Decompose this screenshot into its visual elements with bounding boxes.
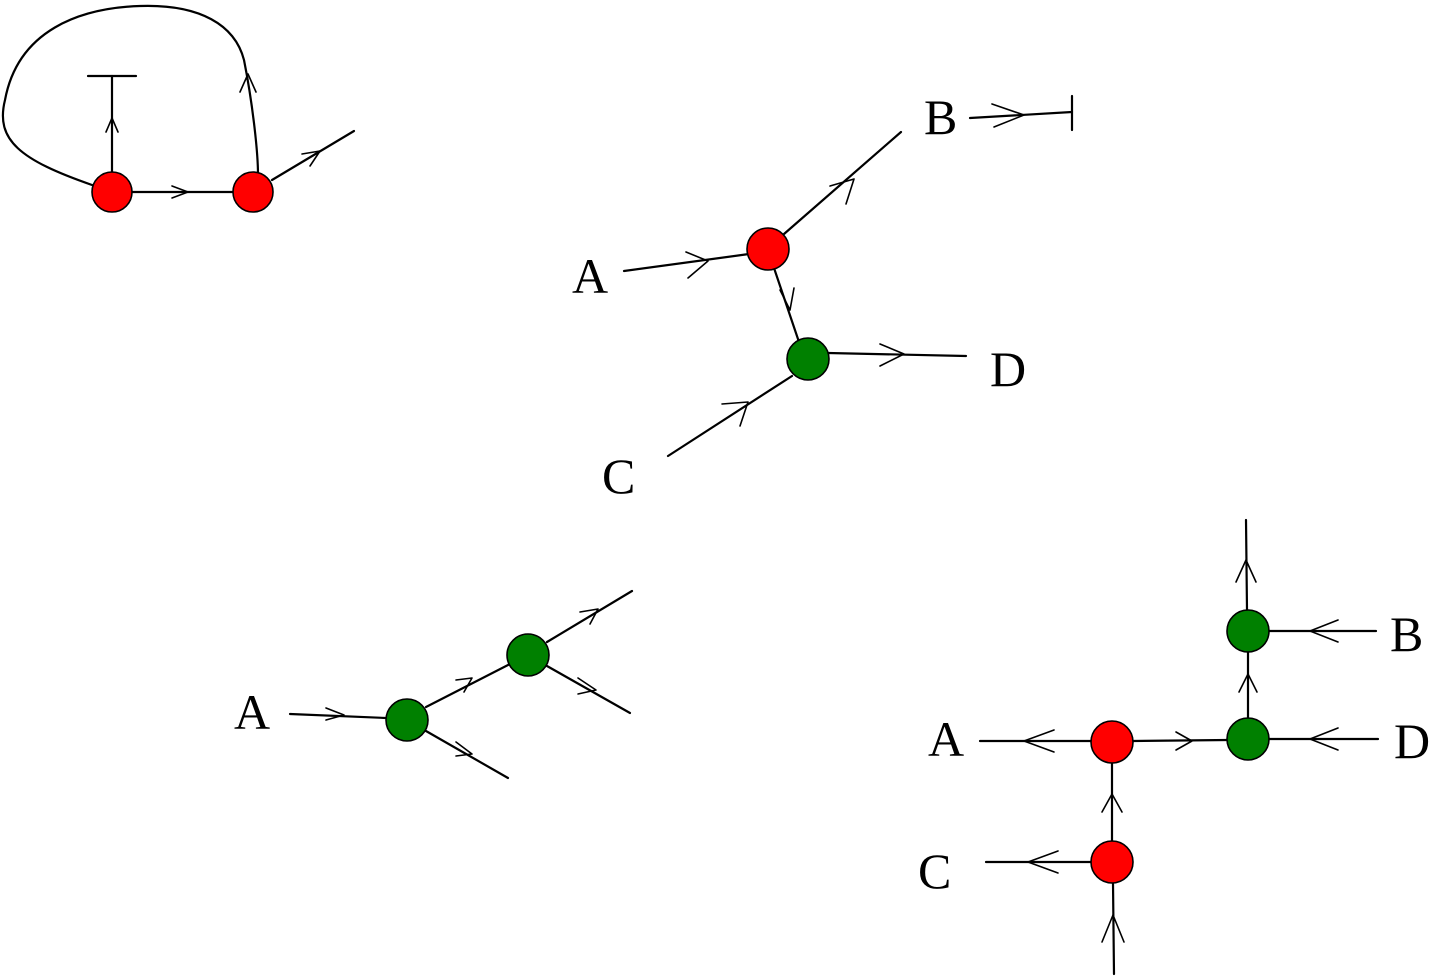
d4-edge-red-green (1131, 738, 1230, 743)
d2-arrow-a (685, 251, 709, 279)
d3-edge-mid-out (545, 664, 632, 715)
d3-green-vertex-left (385, 698, 429, 742)
d4-green-vertex-top (1226, 609, 1270, 653)
d4-arrow-green-link (1238, 673, 1258, 693)
d3-arrow-internal (455, 677, 473, 693)
d2-arrow-b (829, 178, 855, 205)
d4-arrow-c (1027, 850, 1059, 874)
d2-label-c: C (602, 448, 635, 504)
d2-red-vertex (746, 227, 790, 271)
d4-green-vertex-bottom (1226, 717, 1270, 761)
d2-label-a: A (572, 248, 608, 304)
d2-arrow-b-stub (991, 103, 1025, 128)
d1-stub-arrow (105, 117, 119, 133)
d3-arrow-mid-out (577, 677, 597, 695)
d4-label-c: C (918, 843, 951, 899)
d4-arrow-a (1023, 729, 1055, 753)
d2-arrow-internal (779, 287, 795, 311)
d4-red-vertex-bottom (1090, 840, 1134, 884)
d1-red-vertex-right (232, 171, 274, 213)
d1-loop-arrow (239, 73, 257, 93)
d1-red-vertex-left (91, 171, 133, 213)
d1-out-arrow (301, 150, 321, 167)
d3-green-vertex-right (506, 633, 550, 677)
d4-label-d: D (1394, 713, 1430, 769)
diagram-3: A (234, 589, 634, 780)
d3-arrow-lower-out (455, 741, 473, 757)
diagram-1-loop (1, 4, 356, 213)
d4-edge-top-out (1244, 518, 1249, 612)
d2-edge-b-stub (968, 110, 1074, 120)
d4-arrow-red-link (1101, 793, 1123, 813)
d4-edge-bottom-in (1111, 881, 1116, 976)
d2-label-d: D (990, 341, 1026, 397)
d4-arrow-bottom-in (1101, 914, 1125, 943)
diagram-4: A B C D (918, 518, 1430, 976)
d1-out-edge (270, 129, 356, 182)
d3-arrow-a (325, 707, 345, 721)
d4-label-a: A (928, 711, 964, 767)
d4-arrow-top-out (1235, 559, 1257, 583)
diagram-2: A B C D (572, 89, 1074, 504)
d1-loop-curve (1, 4, 260, 187)
d3-label-a: A (234, 684, 270, 740)
d4-label-b: B (1390, 606, 1423, 662)
d2-edge-a (622, 252, 751, 273)
d2-edge-c (666, 374, 794, 458)
d2-arrow-d (879, 343, 905, 367)
d3-arrow-upper-out (579, 608, 599, 625)
d4-arrow-b (1309, 619, 1339, 643)
d4-arrow-red-green (1175, 731, 1193, 751)
d4-arrow-d (1309, 727, 1339, 751)
d3-edge-upper-out (545, 589, 634, 644)
d2-label-b: B (924, 89, 957, 145)
d2-edge-d (826, 351, 968, 358)
d1-middle-arrow (171, 185, 189, 199)
d2-arrow-c (721, 401, 749, 427)
d4-red-vertex-top (1090, 720, 1134, 764)
d2-green-vertex (786, 337, 830, 381)
d2-edge-internal (772, 266, 801, 344)
